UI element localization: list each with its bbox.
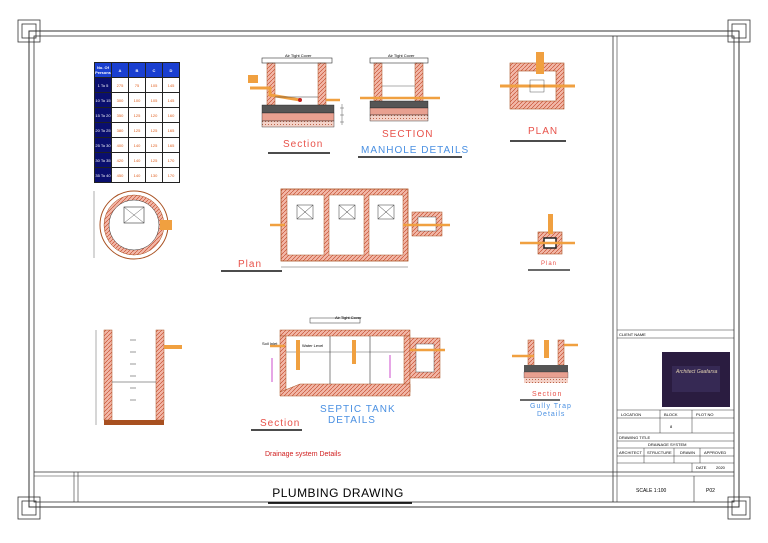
section-1-title: Section <box>283 139 324 150</box>
persons-table: No. Of Persons A B C D 1 To 5 275 75 105… <box>94 62 180 183</box>
scale-value: SCALE 1:100 <box>636 488 667 494</box>
septic-details-title: DETAILS <box>328 415 376 426</box>
table-cell: 105 <box>145 92 163 108</box>
client-name-label: CLIENT NAME <box>619 332 646 337</box>
table-header-cell: No. Of Persons <box>94 62 112 78</box>
water-level-note: Water Level <box>302 343 324 348</box>
table-cell: 35 To 40 <box>94 167 112 183</box>
table-row: 30 To 35 420 140 125 170 <box>94 152 180 168</box>
logo-text: Architect Gaafarsa <box>676 369 718 375</box>
drawn-label: DRAWN <box>680 450 695 455</box>
table-header-cell: C <box>145 62 163 78</box>
table-row: 20 To 25 380 125 125 165 <box>94 122 180 138</box>
septic-tank-plan <box>270 188 450 268</box>
gully-trap-title: Gully Trap <box>530 403 572 410</box>
table-cell: 75 <box>128 77 146 93</box>
septic-tank-section <box>270 317 445 397</box>
circular-manhole-plan <box>93 190 172 260</box>
table-cell: 125 <box>128 122 146 138</box>
tank-vertical-section <box>95 329 182 425</box>
table-cell: 15 To 20 <box>94 107 112 123</box>
table-header-cell: A <box>111 62 129 78</box>
plot-value: 8 <box>670 424 673 429</box>
drawing-title: PLUMBING DRAWING <box>272 486 404 500</box>
section-detail-1 <box>248 57 344 128</box>
soil-inlet-note: Soil Inlet <box>262 341 278 346</box>
approved-label: APPROVED <box>704 450 727 455</box>
structure-label: STRUCTURE <box>647 450 672 455</box>
table-cell: 145 <box>162 92 180 108</box>
air-tight-cover-note-3: Air Tight Cover <box>335 315 362 320</box>
table-cell: 140 <box>128 137 146 153</box>
manhole-section <box>360 57 440 122</box>
table-header-cell: D <box>162 62 180 78</box>
air-tight-cover-note: Air Tight Cover <box>285 53 312 58</box>
table-cell: 145 <box>162 77 180 93</box>
location-label: LOCATION <box>621 412 642 417</box>
year-value: 2020 <box>716 465 725 470</box>
table-cell: 120 <box>145 107 163 123</box>
page-number: P02 <box>706 488 715 494</box>
title-block-grid <box>617 329 734 472</box>
table-row: 15 To 20 350 125 120 160 <box>94 107 180 123</box>
table-cell: 130 <box>145 167 163 183</box>
drawing-title-label: DRAWING TITLE <box>619 435 651 440</box>
table-cell: 275 <box>111 77 129 93</box>
table-row: 35 To 40 450 140 130 170 <box>94 167 180 183</box>
gully-plan <box>520 214 575 255</box>
air-tight-cover-note-2: Air Tight Cover <box>388 53 415 58</box>
plan-top-detail <box>500 52 575 110</box>
table-cell: 30 To 35 <box>94 152 112 168</box>
section-2-title: SECTION <box>382 129 434 140</box>
gully-section-title: Section <box>532 391 563 398</box>
architect-label: ARCHITECT <box>619 450 642 455</box>
table-cell: 125 <box>145 122 163 138</box>
septic-tank-title: SEPTIC TANK <box>320 404 396 415</box>
table-cell: 100 <box>128 92 146 108</box>
table-cell: 170 <box>162 167 180 183</box>
table-cell: 420 <box>111 152 129 168</box>
gully-details-title: Details <box>537 411 566 418</box>
table-row: 1 To 5 275 75 105 145 <box>94 77 180 93</box>
gully-trap-section <box>512 339 578 383</box>
table-cell: 165 <box>162 137 180 153</box>
table-cell: 10 To 15 <box>94 92 112 108</box>
table-cell: 300 <box>111 92 129 108</box>
table-cell: 1 To 5 <box>94 77 112 93</box>
table-cell: 20 To 25 <box>94 122 112 138</box>
plot-label: PLOT NO <box>696 412 714 417</box>
table-cell: 400 <box>111 137 129 153</box>
table-row: 25 To 30 400 140 125 165 <box>94 137 180 153</box>
table-cell: 170 <box>162 152 180 168</box>
table-cell: 140 <box>128 152 146 168</box>
plan-mid-title: Plan <box>238 259 263 270</box>
block-label: BLOCK <box>664 412 678 417</box>
table-cell: 350 <box>111 107 129 123</box>
plan-small-title: Plan <box>541 261 558 267</box>
table-cell: 125 <box>145 152 163 168</box>
table-cell: 450 <box>111 167 129 183</box>
date-label: DATE <box>696 465 707 470</box>
table-cell: 125 <box>128 107 146 123</box>
table-header-row: No. Of Persons A B C D <box>94 62 180 78</box>
table-row: 10 To 15 300 100 105 145 <box>94 92 180 108</box>
table-cell: 140 <box>128 167 146 183</box>
plan-top-title: PLAN <box>528 126 559 137</box>
drainage-subtitle: Drainage system Details <box>265 451 341 458</box>
table-cell: 165 <box>162 122 180 138</box>
table-cell: 25 To 30 <box>94 137 112 153</box>
drawing-title-value: DRAINAGE SYSTEM <box>648 442 687 447</box>
table-cell: 160 <box>162 107 180 123</box>
manhole-details-title: MANHOLE DETAILS <box>361 145 470 156</box>
table-cell: 125 <box>145 137 163 153</box>
septic-section-title: Section <box>260 418 301 429</box>
table-header-cell: B <box>128 62 146 78</box>
table-cell: 380 <box>111 122 129 138</box>
table-cell: 105 <box>145 77 163 93</box>
